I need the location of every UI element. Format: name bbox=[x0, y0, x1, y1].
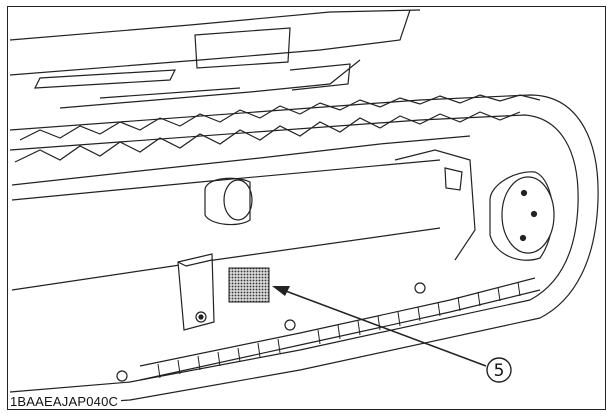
upper-body bbox=[9, 9, 421, 109]
track-frame bbox=[11, 149, 554, 291]
idler-wheel bbox=[501, 176, 555, 254]
track-link-ticks bbox=[157, 281, 521, 379]
serial-number-label-plate bbox=[228, 267, 270, 303]
mounting-bracket bbox=[177, 253, 215, 331]
callout-badge: 5 bbox=[486, 357, 512, 383]
figure-frame bbox=[7, 6, 606, 410]
callout-number: 5 bbox=[494, 361, 505, 381]
callout-arrow bbox=[272, 286, 487, 367]
figure-code-label: 1BAAEAJAP040C bbox=[9, 395, 122, 409]
track-outline bbox=[9, 94, 599, 409]
frame-bolts bbox=[116, 282, 426, 382]
